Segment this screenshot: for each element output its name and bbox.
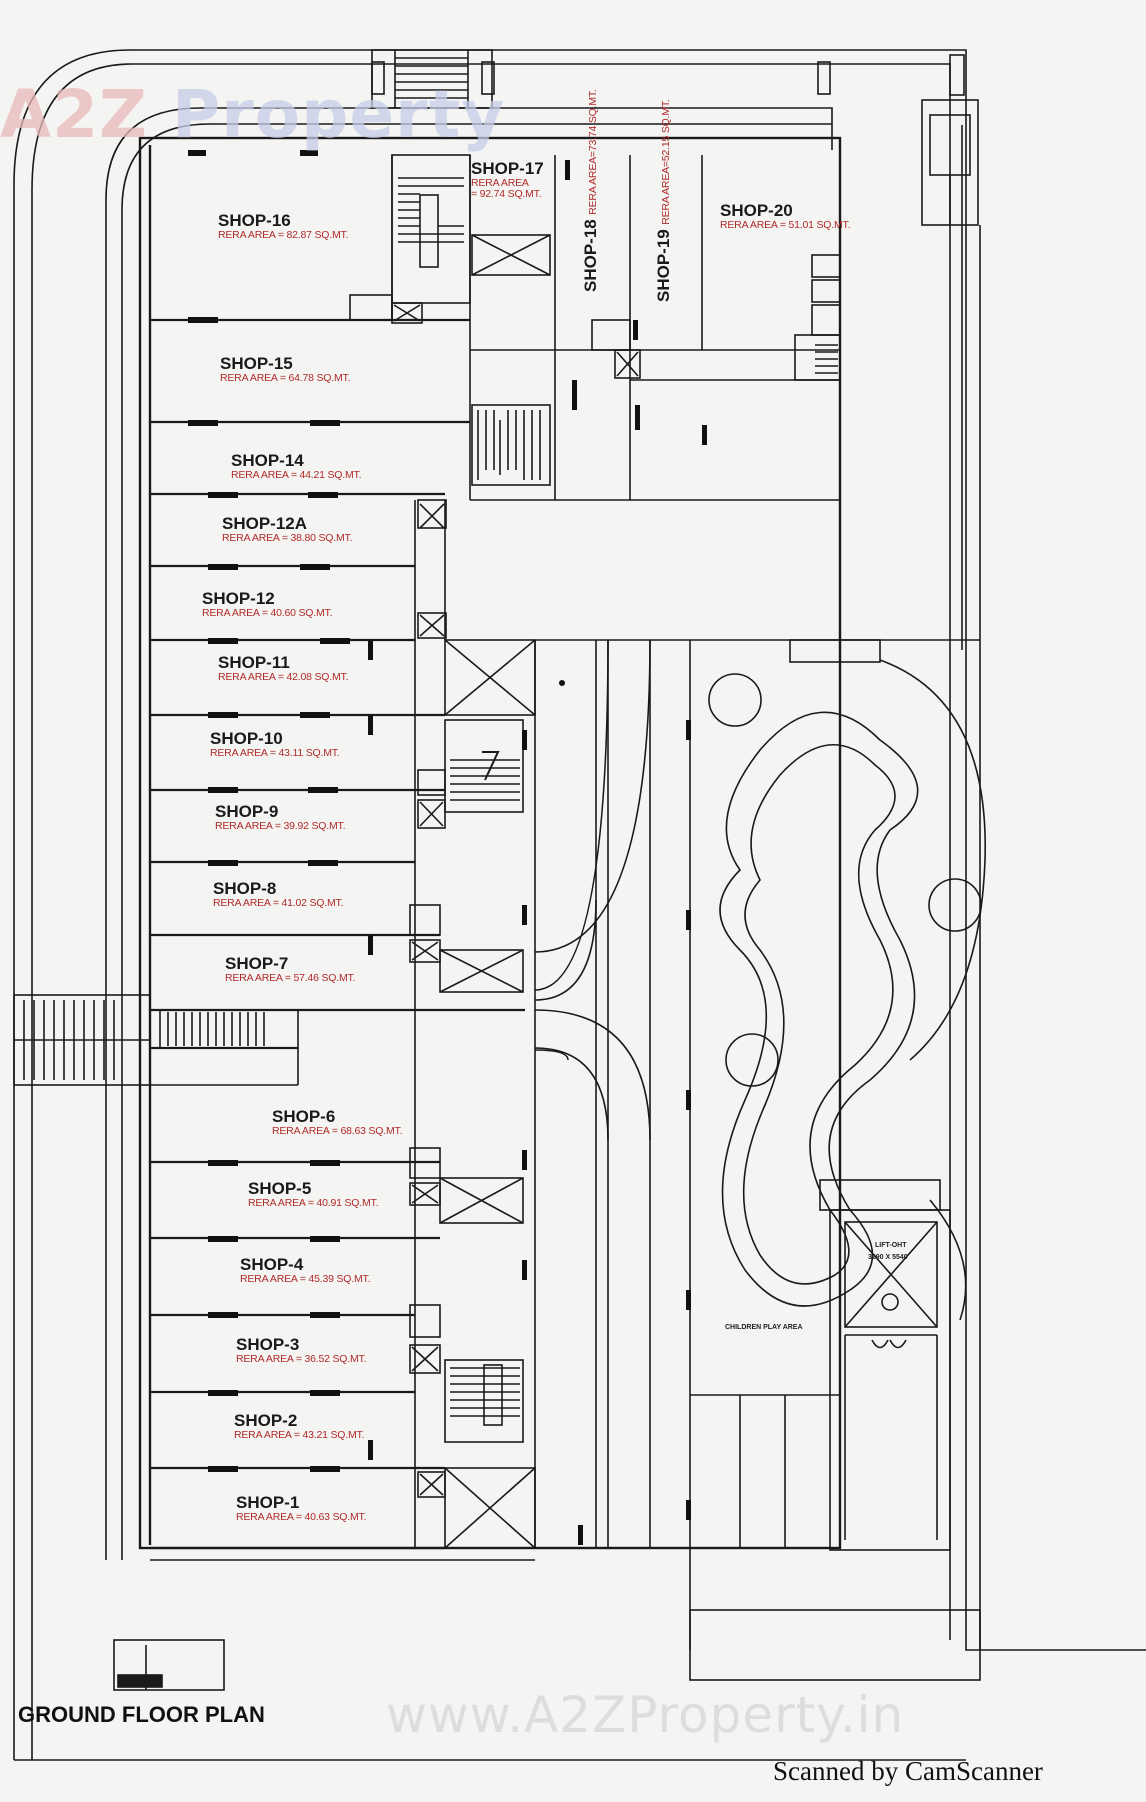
shop-area: RERA AREA = 43.11 SQ.MT. — [210, 746, 340, 759]
watermark-word: Property — [171, 76, 506, 153]
watermark-url: www.A2ZProperty.in — [386, 1686, 905, 1744]
lift-label: LIFT-OHT — [875, 1242, 907, 1249]
lift-size: 3290 X 5540 — [868, 1254, 908, 1261]
watermark-a: A — [0, 76, 53, 153]
shop-name: SHOP-17 — [471, 159, 544, 178]
shop-area: RERA AREA = 40.60 SQ.MT. — [202, 606, 333, 619]
shop-area: RERA AREA = 64.78 SQ.MT. — [220, 371, 351, 384]
shop-18-label: SHOP-18 RERA AREA=73.74 SQ.MT. — [581, 89, 601, 292]
shop-name: SHOP-6 — [272, 1107, 336, 1126]
shop-name: SHOP-3 — [236, 1335, 300, 1354]
shop-name: SHOP-12A — [222, 514, 308, 533]
shop-area: RERA AREA — [471, 176, 529, 189]
shop-area: RERA AREA = 40.63 SQ.MT. — [236, 1510, 367, 1523]
shop-name: SHOP-10 — [210, 729, 283, 748]
shop-area-value: = 92.74 SQ.MT. — [471, 187, 542, 200]
shop-19-label: SHOP-19 RERA AREA=52.15 SQ.MT. — [654, 99, 674, 302]
shop-area: RERA AREA = 57.46 SQ.MT. — [225, 971, 356, 984]
scanner-credit: Scanned by CamScanner — [773, 1756, 1043, 1786]
shop-area: RERA AREA = 36.52 SQ.MT. — [236, 1352, 367, 1365]
shop-area: RERA AREA = 45.39 SQ.MT. — [240, 1272, 371, 1285]
pool-outline — [719, 711, 919, 1307]
shop-name: SHOP-20 — [720, 201, 793, 220]
shop-area: RERA AREA=73.74 SQ.MT. — [587, 89, 599, 215]
shop-name: SHOP-11 — [218, 653, 290, 672]
shop-area: RERA AREA = 40.91 SQ.MT. — [248, 1196, 379, 1209]
children-play-area-label: CHILDREN PLAY AREA — [725, 1324, 803, 1331]
shop-name: SHOP-16 — [218, 211, 291, 230]
plan-title: GROUND FLOOR PLAN — [18, 1702, 265, 1727]
shop-name: SHOP-14 — [231, 451, 304, 470]
shop-name: SHOP-1 — [236, 1493, 300, 1512]
shop-name: SHOP-15 — [220, 354, 293, 373]
shop-name: SHOP-12 — [202, 589, 275, 608]
shop-area: RERA AREA = 43.21 SQ.MT. — [234, 1428, 365, 1441]
shop-area: RERA AREA = 68.63 SQ.MT. — [272, 1124, 403, 1137]
shop-name: SHOP-9 — [215, 802, 279, 821]
shop-name: SHOP-5 — [248, 1179, 312, 1198]
watermark-z: Z — [99, 76, 148, 153]
shop-area: RERA AREA = 51.01 SQ.MT. — [720, 218, 851, 231]
watermark-logo: A2Z Property — [0, 76, 505, 153]
shop-name: SHOP-7 — [225, 954, 289, 973]
shop-area: RERA AREA = 39.92 SQ.MT. — [215, 819, 346, 832]
shop-name: SHOP-18 — [581, 219, 600, 292]
shop-name: SHOP-2 — [234, 1411, 298, 1430]
shop-area: RERA AREA = 41.02 SQ.MT. — [213, 896, 344, 909]
site-boundary — [13, 49, 1146, 1760]
shop-area: RERA AREA=52.15 SQ.MT. — [660, 99, 672, 225]
shop-name: SHOP-19 — [654, 229, 673, 302]
shop-name: SHOP-8 — [213, 879, 277, 898]
shop-area: RERA AREA = 82.87 SQ.MT. — [218, 228, 349, 241]
shop-area: RERA AREA = 44.21 SQ.MT. — [231, 468, 362, 481]
shop-name: SHOP-4 — [240, 1255, 304, 1274]
watermark-two: 2 — [52, 76, 100, 153]
shop-area: RERA AREA = 38.80 SQ.MT. — [222, 531, 353, 544]
shop-area: RERA AREA = 42.08 SQ.MT. — [218, 670, 349, 683]
